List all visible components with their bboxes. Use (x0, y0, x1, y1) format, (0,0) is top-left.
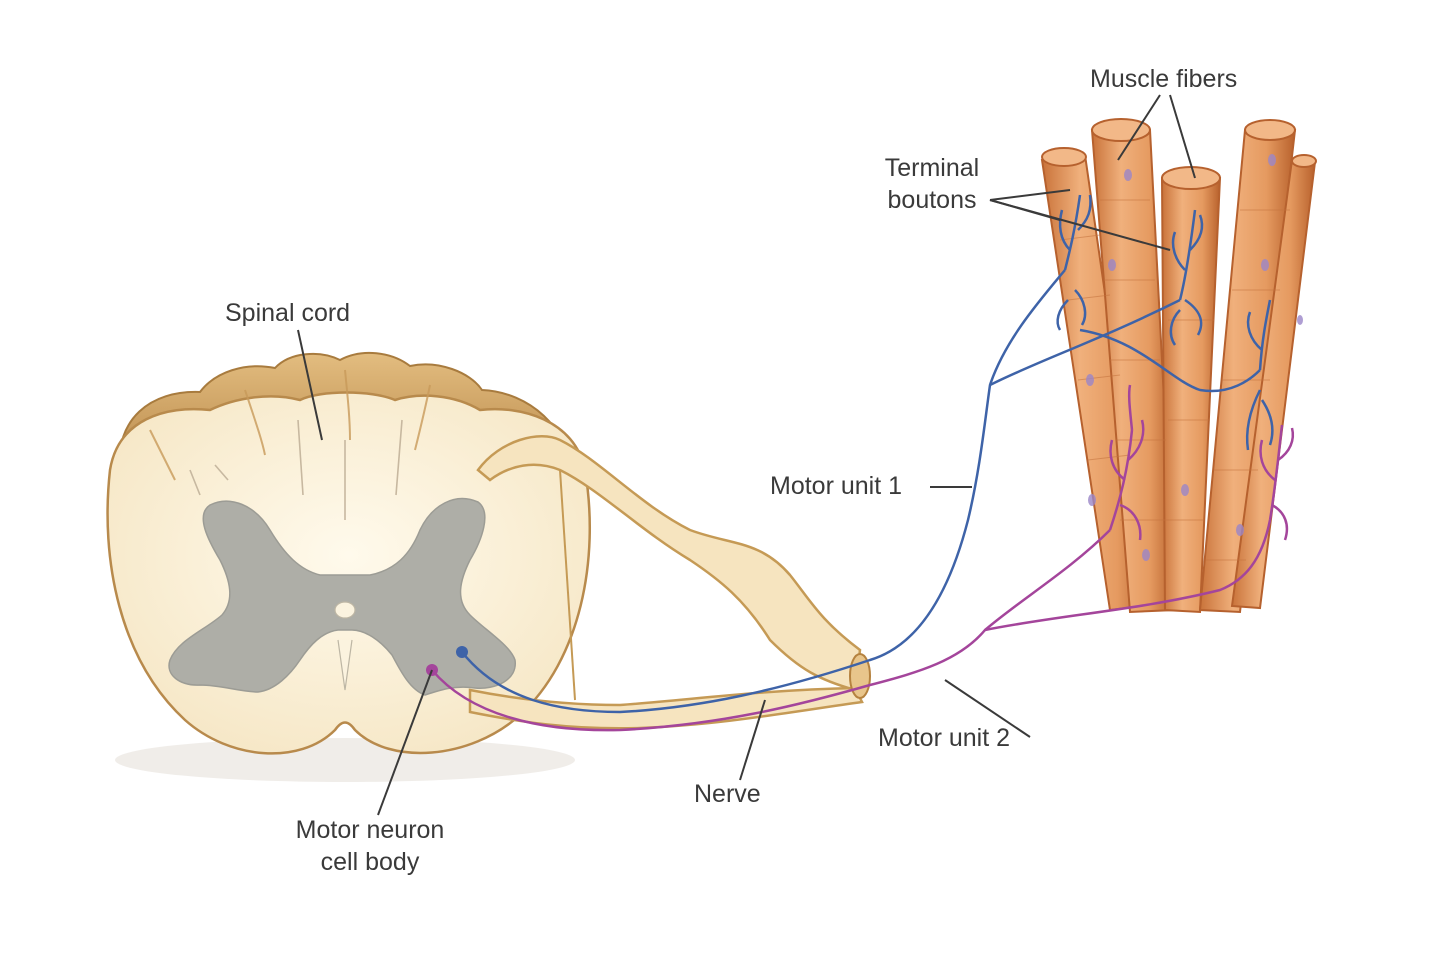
leader-muscle-fibers-b (1169, 94, 1196, 179)
leader-nerve (739, 699, 766, 781)
motor-unit-2-axon (431, 384, 1295, 732)
label-motor-neuron-line1: Motor neuron (295, 816, 445, 844)
label-terminal-boutons-line2: boutons (887, 186, 977, 214)
leader-lines (297, 94, 1196, 816)
motor-neuron-1-cell-body (456, 646, 468, 658)
central-canal (334, 601, 356, 619)
leader-terminal-boutons-a (989, 189, 1071, 201)
spinal-cord (106, 351, 591, 782)
label-motor-unit-1: Motor unit 1 (770, 472, 903, 500)
muscle-fibers (1040, 118, 1317, 614)
motor-unit-1-axon (461, 194, 1274, 714)
leader-motor-neuron (377, 669, 433, 816)
label-motor-neuron-line2: cell body (320, 848, 420, 876)
leader-muscle-fibers-a (1117, 94, 1161, 161)
label-spinal-cord: Spinal cord (225, 299, 351, 327)
label-terminal-boutons-line1: Terminal (884, 154, 980, 182)
leader-spinal-cord (297, 329, 323, 441)
label-nerve: Nerve (694, 780, 761, 808)
leader-terminal-boutons-c (989, 199, 1171, 251)
label-motor-unit-2: Motor unit 2 (878, 724, 1011, 752)
label-muscle-fibers: Muscle fibers (1090, 65, 1238, 93)
leader-motor-unit-2 (944, 679, 1031, 738)
gray-matter (168, 497, 516, 696)
